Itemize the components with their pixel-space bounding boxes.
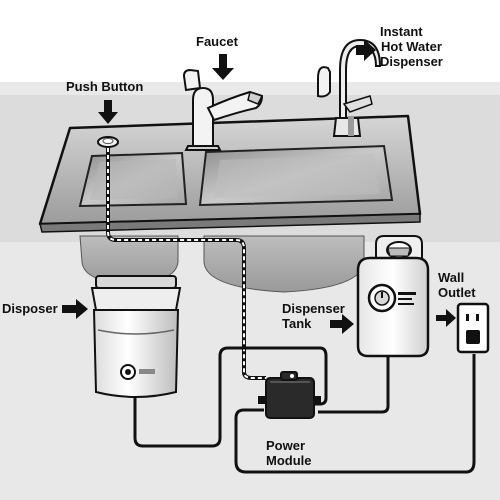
- label-line: Dispenser: [282, 301, 345, 316]
- label-line: Tank: [282, 316, 312, 331]
- label-line: Wall: [438, 270, 465, 285]
- disposer-cord: [133, 346, 328, 448]
- label-line: Outlet: [438, 285, 476, 300]
- label-line: Power: [266, 438, 306, 453]
- arrow-right-icon: [62, 299, 88, 319]
- power-cord: [234, 354, 476, 474]
- arrow-right-icon: [330, 314, 354, 334]
- label-faucet: Faucet: [196, 34, 238, 49]
- label-line: Instant: [380, 24, 423, 39]
- wall-outlet-shape: [456, 302, 490, 354]
- faucet-shape: [182, 68, 264, 151]
- label-line: Module: [266, 453, 312, 468]
- hot-water-dispenser-shape: [317, 38, 382, 137]
- disposer-shape: [90, 275, 182, 398]
- label-line: Hot Water: [380, 39, 442, 54]
- arrow-down-icon: [98, 100, 118, 124]
- label-instant-hot-water-dispenser: Instant Hot Water Dispenser: [380, 24, 443, 69]
- arrow-down-icon: [212, 54, 234, 80]
- right-bowl-underside: [203, 235, 365, 293]
- arrow-right-icon: [356, 39, 376, 61]
- label-disposer: Disposer: [2, 301, 58, 316]
- label-faucet-text: Faucet: [196, 34, 238, 49]
- label-wall-outlet: Wall Outlet: [438, 270, 476, 300]
- tank-cord: [318, 352, 390, 414]
- power-module-shape: [258, 371, 321, 419]
- label-push-button: Push Button: [66, 79, 143, 94]
- label-power-module: Power Module: [266, 438, 312, 468]
- label-dispenser-tank: Dispenser Tank: [282, 301, 345, 331]
- label-disposer-text: Disposer: [2, 301, 58, 316]
- arrow-right-icon: [436, 309, 456, 327]
- label-line: Dispenser: [380, 54, 443, 69]
- label-push-button-text: Push Button: [66, 79, 144, 94]
- dispenser-tank-shape: [356, 235, 430, 358]
